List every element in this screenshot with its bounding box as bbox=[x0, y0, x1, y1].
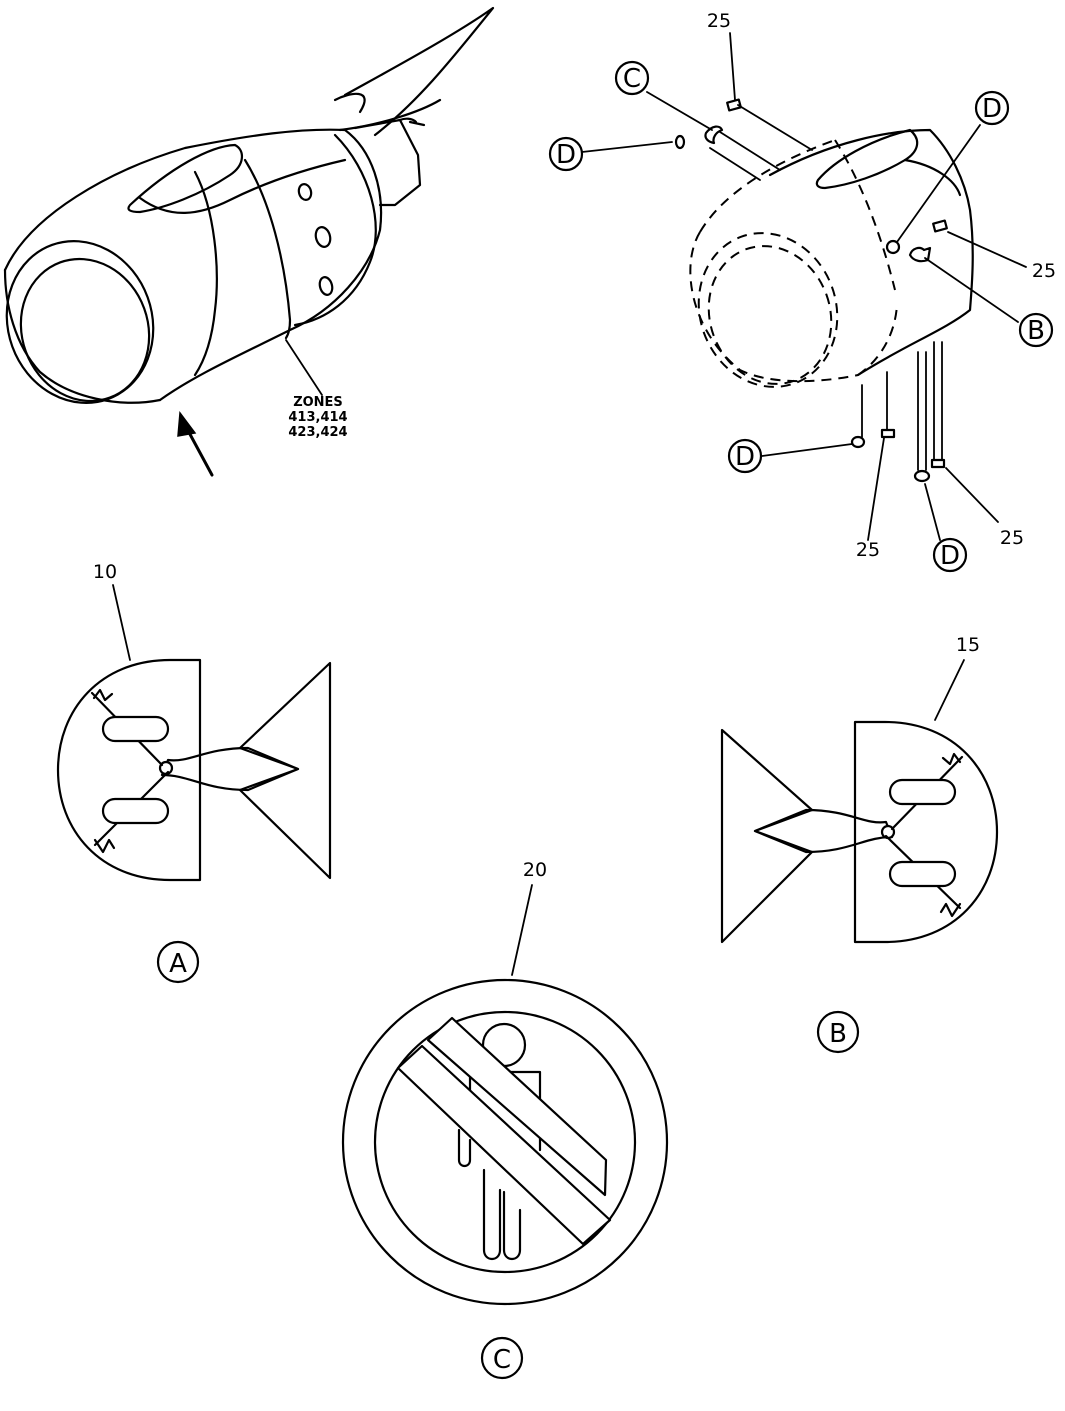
callout-d-left: D bbox=[556, 140, 576, 170]
exhaust-nozzle bbox=[353, 117, 426, 207]
callout-d-bubble bbox=[548, 136, 584, 172]
view-arrow bbox=[177, 410, 214, 477]
jet-blast-placard-b-icon bbox=[720, 720, 999, 944]
detail-label-b: B bbox=[829, 1019, 847, 1049]
fastener-item-numbers: 25 25 25 25 bbox=[707, 10, 1056, 561]
inlet-cowl-outline bbox=[689, 128, 974, 388]
inlet-lip bbox=[5, 240, 155, 404]
callout-d-bottom-left: D bbox=[735, 442, 755, 472]
callout-d-right: D bbox=[982, 94, 1002, 124]
callout-d-bubble bbox=[974, 90, 1010, 126]
no-personnel-placard-icon bbox=[341, 978, 669, 1306]
callout-leaders bbox=[581, 32, 1027, 541]
item-number-20: 20 bbox=[523, 859, 547, 881]
placard-b: 15 B bbox=[720, 634, 999, 1054]
callout-b-bubble bbox=[1018, 312, 1054, 348]
callout-b-right: B bbox=[1027, 316, 1045, 346]
zones-leader: ZONES 413,414 423,424 bbox=[285, 339, 348, 440]
item-number-10: 10 bbox=[93, 561, 117, 583]
detail-label-c: C bbox=[493, 1345, 511, 1375]
callout-c-top: C bbox=[623, 64, 641, 94]
nacelle-body bbox=[3, 128, 383, 404]
zones-line2: 423,424 bbox=[288, 425, 347, 440]
callout-d-bottom-right: D bbox=[940, 541, 960, 571]
placard-locations-view: C D D B D D 25 25 25 25 bbox=[548, 10, 1056, 573]
detail-label-a: A bbox=[169, 949, 187, 979]
item-number-25-bottom-right: 25 bbox=[1000, 527, 1024, 549]
zones-line1: 413,414 bbox=[288, 410, 347, 425]
callout-c-bubble bbox=[614, 60, 650, 96]
item-number-25-right: 25 bbox=[1032, 260, 1056, 282]
callout-bubbles: C D D B D D bbox=[548, 60, 1054, 573]
placard-c: 20 C bbox=[341, 859, 669, 1380]
engine-nacelle-view: ZONES 413,414 423,424 bbox=[3, 6, 495, 477]
placard-a: 10 A bbox=[56, 561, 332, 984]
callout-d-bubble bbox=[932, 537, 968, 573]
callout-d-bubble bbox=[727, 438, 763, 474]
placard-marks bbox=[674, 98, 948, 483]
zones-title: ZONES bbox=[293, 395, 343, 410]
item-number-25-top: 25 bbox=[707, 10, 731, 32]
engine-pylon bbox=[333, 6, 495, 137]
item-number-25-bottom-left: 25 bbox=[856, 539, 880, 561]
item-number-15: 15 bbox=[956, 634, 980, 656]
jet-blast-placard-a-icon bbox=[56, 658, 332, 882]
